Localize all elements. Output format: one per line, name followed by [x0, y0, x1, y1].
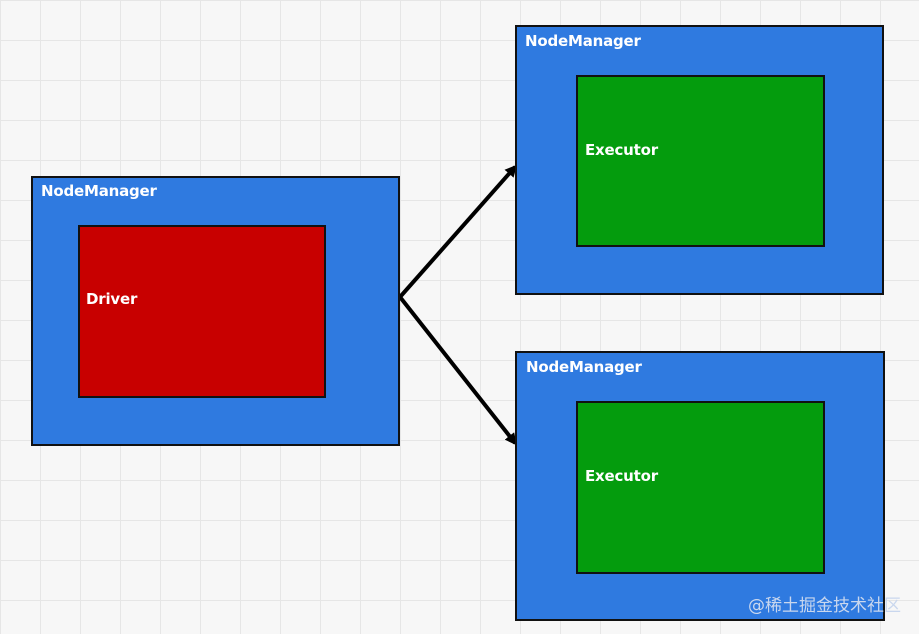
- node-manager-bottom-right: NodeManager Executor: [515, 351, 885, 621]
- driver-label: Driver: [86, 290, 138, 308]
- executor-box-top: Executor: [576, 75, 825, 247]
- node-manager-left: NodeManager Driver: [31, 176, 400, 446]
- executor-box-bottom: Executor: [576, 401, 825, 574]
- node-manager-top-right: NodeManager Executor: [515, 25, 884, 295]
- executor-label: Executor: [585, 467, 658, 485]
- node-manager-title: NodeManager: [41, 182, 157, 200]
- driver-box: Driver: [78, 225, 326, 398]
- arrow-to-bottom-executor: [398, 295, 517, 446]
- node-manager-title: NodeManager: [525, 32, 641, 50]
- node-manager-title: NodeManager: [526, 358, 642, 376]
- arrow-to-top-executor: [398, 164, 517, 299]
- watermark: @稀土掘金技术社区: [748, 596, 901, 616]
- executor-label: Executor: [585, 141, 658, 159]
